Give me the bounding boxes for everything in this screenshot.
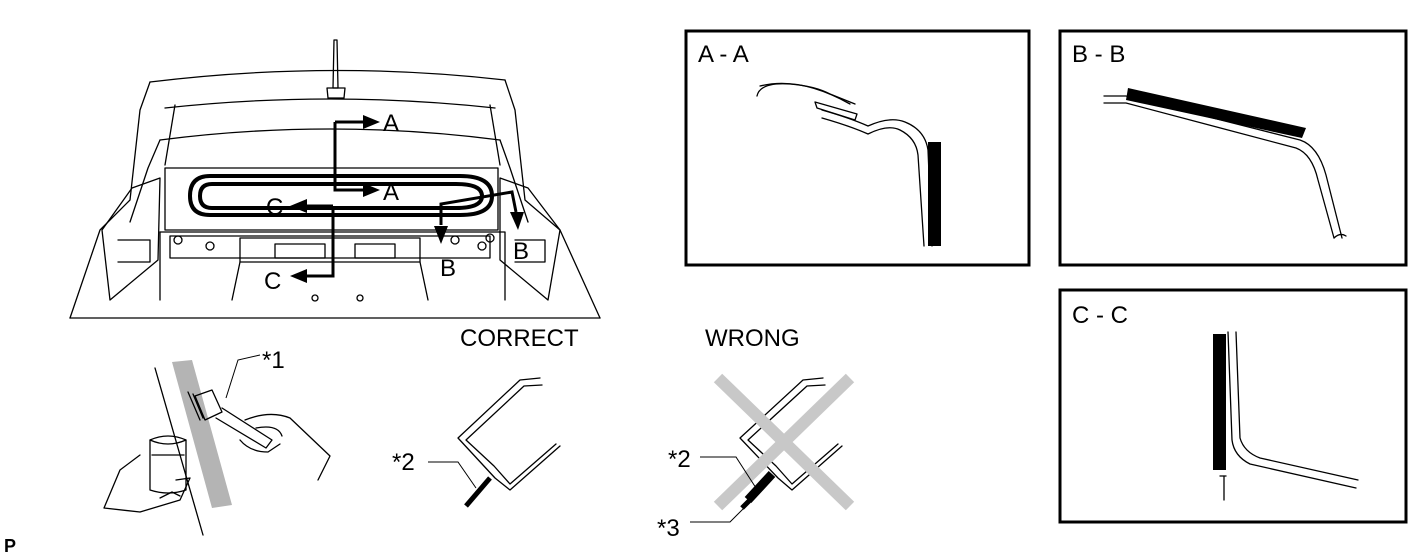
section-cc-title: C - C — [1072, 302, 1128, 329]
section-a-bottom-label: A — [383, 179, 399, 206]
section-aa-title: A - A — [698, 41, 749, 68]
section-b-right-label: B — [513, 238, 529, 265]
brush-callout-label: *1 — [262, 347, 285, 374]
section-a-top-label: A — [383, 110, 399, 137]
vehicle-rear-view: A A C C B B — [69, 39, 601, 319]
correct-callout-label: *2 — [392, 449, 415, 476]
primer-brush-illustration: *1 — [103, 347, 331, 536]
corner-mark: P — [4, 536, 16, 556]
correct-example: CORRECT *2 — [392, 325, 579, 508]
wrong-callout-label-3: *3 — [657, 515, 680, 542]
section-b-left-label: B — [440, 255, 456, 282]
wrong-heading: WRONG — [705, 325, 800, 352]
section-c-bottom-label: C — [264, 268, 281, 295]
wrong-example: WRONG *2 *3 — [657, 325, 855, 542]
section-view-aa: A - A — [684, 29, 1031, 267]
correct-heading: CORRECT — [460, 325, 579, 352]
section-view-cc: C - C — [1058, 288, 1408, 524]
section-bb-title: B - B — [1072, 41, 1125, 68]
wrong-callout-label-2: *2 — [668, 446, 691, 473]
section-view-bb: B - B — [1058, 29, 1408, 267]
section-c-top-label: C — [266, 194, 283, 221]
